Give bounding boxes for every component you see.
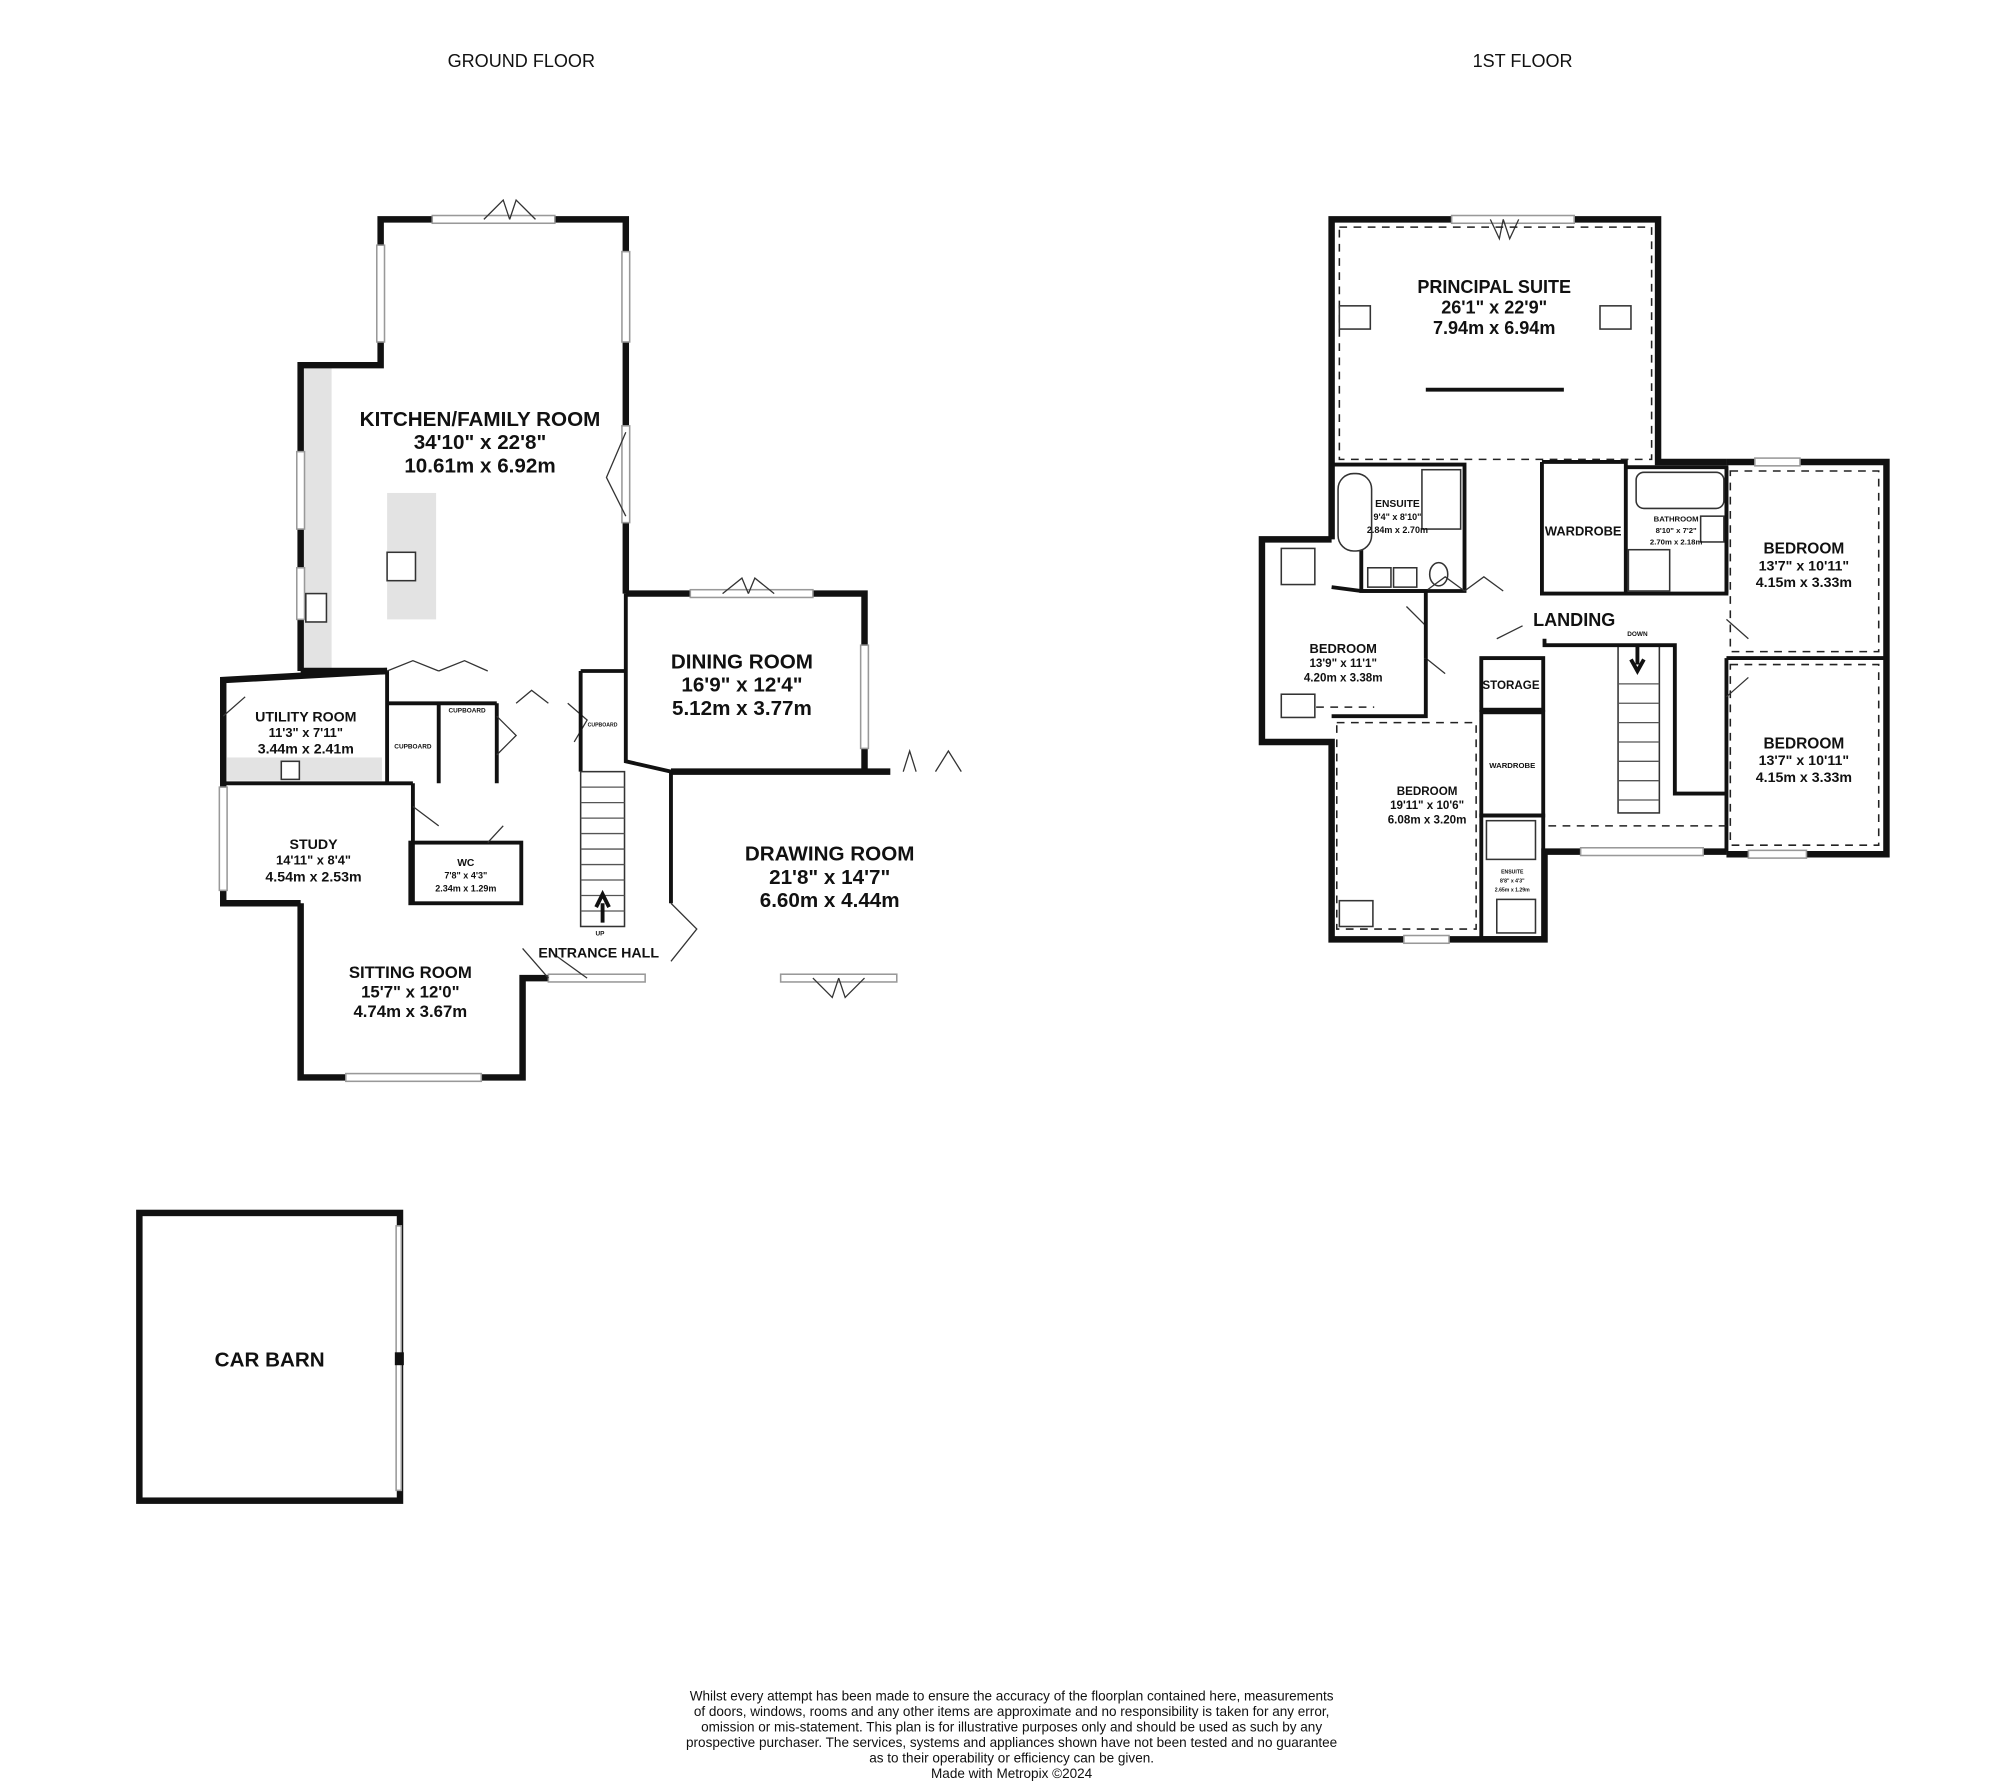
- svg-text:SITTING ROOM: SITTING ROOM: [349, 963, 472, 982]
- svg-text:2.65m x 1.29m: 2.65m x 1.29m: [1495, 888, 1530, 894]
- svg-text:Made with Metropix ©2024: Made with Metropix ©2024: [931, 1766, 1093, 1781]
- room-kitchen-family: KITCHEN/FAMILY ROOM 34'10" x 22'8" 10.61…: [360, 408, 601, 477]
- svg-text:BEDROOM: BEDROOM: [1397, 785, 1458, 798]
- room-drawing: DRAWING ROOM 21'8" x 14'7" 6.60m x 4.44m: [745, 843, 915, 912]
- svg-text:as to their operability or eff: as to their operability or efficiency ca…: [869, 1751, 1154, 1766]
- svg-text:10.61m x 6.92m: 10.61m x 6.92m: [404, 454, 555, 477]
- svg-text:ENSUITE: ENSUITE: [1375, 499, 1420, 510]
- svg-text:8'8" x 4'3": 8'8" x 4'3": [1500, 879, 1525, 885]
- entrance-hall-label: ENTRANCE HALL: [538, 945, 659, 961]
- svg-text:WC: WC: [457, 858, 475, 869]
- room-ensuite-small: ENSUITE 8'8" x 4'3" 2.65m x 1.29m: [1495, 870, 1530, 894]
- svg-text:9'4" x 8'10": 9'4" x 8'10": [1373, 512, 1421, 522]
- svg-text:BEDROOM: BEDROOM: [1763, 735, 1844, 752]
- ground-floor-plan: [136, 198, 962, 1504]
- cupboard-label: CUPBOARD: [394, 743, 432, 750]
- svg-text:2.34m x 1.29m: 2.34m x 1.29m: [435, 884, 496, 894]
- svg-text:13'7" x 10'11": 13'7" x 10'11": [1759, 558, 1849, 574]
- cupboard-label: CUPBOARD: [588, 722, 618, 728]
- room-study: STUDY 14'11" x 8'4" 4.54m x 2.53m: [265, 837, 361, 885]
- room-bedroom-3: BEDROOM 13'9" x 11'1" 4.20m x 3.38m: [1304, 641, 1383, 684]
- svg-text:omission or mis-statement. Thi: omission or mis-statement. This plan is …: [701, 1720, 1322, 1735]
- svg-text:14'11" x 8'4": 14'11" x 8'4": [276, 853, 351, 868]
- svg-text:6.08m x 3.20m: 6.08m x 3.20m: [1388, 813, 1467, 826]
- svg-text:of doors, windows, rooms and a: of doors, windows, rooms and any other i…: [694, 1704, 1330, 1719]
- svg-text:KITCHEN/FAMILY ROOM: KITCHEN/FAMILY ROOM: [360, 408, 601, 431]
- svg-text:DRAWING ROOM: DRAWING ROOM: [745, 843, 915, 866]
- first-floor-plan: [1258, 214, 1890, 945]
- room-utility: UTILITY ROOM 11'3" x 7'11" 3.44m x 2.41m: [255, 709, 356, 757]
- ground-floor-title: GROUND FLOOR: [448, 51, 595, 71]
- wardrobe-label: WARDROBE: [1545, 524, 1622, 539]
- room-wc: WC 7'8" x 4'3" 2.34m x 1.29m: [435, 858, 496, 894]
- room-bedroom-2: BEDROOM 13'7" x 10'11" 4.15m x 3.33m: [1756, 541, 1852, 592]
- svg-text:16'9" x 12'4": 16'9" x 12'4": [681, 674, 802, 697]
- room-principal-suite: PRINCIPAL SUITE 26'1" x 22'9" 7.94m x 6.…: [1417, 277, 1571, 338]
- room-bedroom-4: BEDROOM 19'11" x 10'6" 6.08m x 3.20m: [1388, 785, 1467, 826]
- svg-text:5.12m x 3.77m: 5.12m x 3.77m: [672, 697, 812, 720]
- svg-text:DINING ROOM: DINING ROOM: [671, 650, 813, 673]
- svg-text:21'8" x 14'7": 21'8" x 14'7": [769, 866, 890, 889]
- svg-text:BEDROOM: BEDROOM: [1763, 541, 1844, 558]
- svg-text:BATHROOM: BATHROOM: [1654, 514, 1699, 523]
- svg-text:BEDROOM: BEDROOM: [1310, 641, 1377, 656]
- wardrobe-label: WARDROBE: [1489, 761, 1535, 770]
- disclaimer: Whilst every attempt has been made to en…: [686, 1689, 1337, 1781]
- stairs-down-label: DOWN: [1627, 631, 1648, 638]
- room-ensuite-principal: ENSUITE 9'4" x 8'10" 2.84m x 2.70m: [1367, 499, 1428, 535]
- svg-text:Whilst every attempt has been: Whilst every attempt has been made to en…: [690, 1689, 1334, 1704]
- svg-text:4.15m x 3.33m: 4.15m x 3.33m: [1756, 770, 1852, 786]
- svg-text:4.15m x 3.33m: 4.15m x 3.33m: [1756, 575, 1852, 591]
- car-barn-label: CAR BARN: [215, 1348, 325, 1371]
- svg-text:15'7" x 12'0": 15'7" x 12'0": [361, 982, 459, 1001]
- room-bedroom-5: BEDROOM 13'7" x 10'11" 4.15m x 3.33m: [1756, 735, 1852, 786]
- stairs-up-label: UP: [596, 931, 606, 938]
- cupboard-label: CUPBOARD: [448, 707, 486, 714]
- svg-text:2.70m x 2.18m: 2.70m x 2.18m: [1650, 538, 1703, 547]
- svg-text:UTILITY ROOM: UTILITY ROOM: [255, 709, 356, 725]
- svg-text:7.94m x 6.94m: 7.94m x 6.94m: [1433, 318, 1555, 338]
- svg-text:4.74m x 3.67m: 4.74m x 3.67m: [353, 1002, 467, 1021]
- svg-text:4.54m x 2.53m: 4.54m x 2.53m: [265, 869, 361, 885]
- svg-text:prospective purchaser. The ser: prospective purchaser. The services, sys…: [686, 1735, 1337, 1750]
- svg-text:11'3" x 7'11": 11'3" x 7'11": [269, 725, 343, 740]
- room-dining: DINING ROOM 16'9" x 12'4" 5.12m x 3.77m: [671, 650, 813, 719]
- svg-text:6.60m x 4.44m: 6.60m x 4.44m: [760, 889, 900, 912]
- svg-text:4.20m x 3.38m: 4.20m x 3.38m: [1304, 671, 1383, 684]
- svg-text:34'10" x 22'8": 34'10" x 22'8": [414, 431, 547, 454]
- svg-text:13'9" x 11'1": 13'9" x 11'1": [1309, 657, 1377, 670]
- svg-text:19'11" x 10'6": 19'11" x 10'6": [1390, 799, 1464, 812]
- svg-text:26'1" x 22'9": 26'1" x 22'9": [1441, 298, 1547, 318]
- landing-label: LANDING: [1533, 610, 1615, 630]
- svg-text:3.44m x 2.41m: 3.44m x 2.41m: [258, 742, 354, 758]
- svg-text:STUDY: STUDY: [290, 837, 339, 853]
- svg-text:PRINCIPAL SUITE: PRINCIPAL SUITE: [1417, 277, 1571, 297]
- svg-text:ENSUITE: ENSUITE: [1501, 870, 1524, 876]
- room-sitting: SITTING ROOM 15'7" x 12'0" 4.74m x 3.67m: [349, 963, 472, 1021]
- first-floor-title: 1ST FLOOR: [1473, 51, 1573, 71]
- svg-text:13'7" x 10'11": 13'7" x 10'11": [1759, 753, 1849, 769]
- svg-text:7'8" x 4'3": 7'8" x 4'3": [444, 871, 487, 881]
- svg-text:2.84m x 2.70m: 2.84m x 2.70m: [1367, 525, 1428, 535]
- room-bathroom: BATHROOM 8'10" x 7'2" 2.70m x 2.18m: [1650, 514, 1703, 546]
- storage-label: STORAGE: [1482, 679, 1539, 692]
- svg-text:8'10" x 7'2": 8'10" x 7'2": [1656, 526, 1697, 535]
